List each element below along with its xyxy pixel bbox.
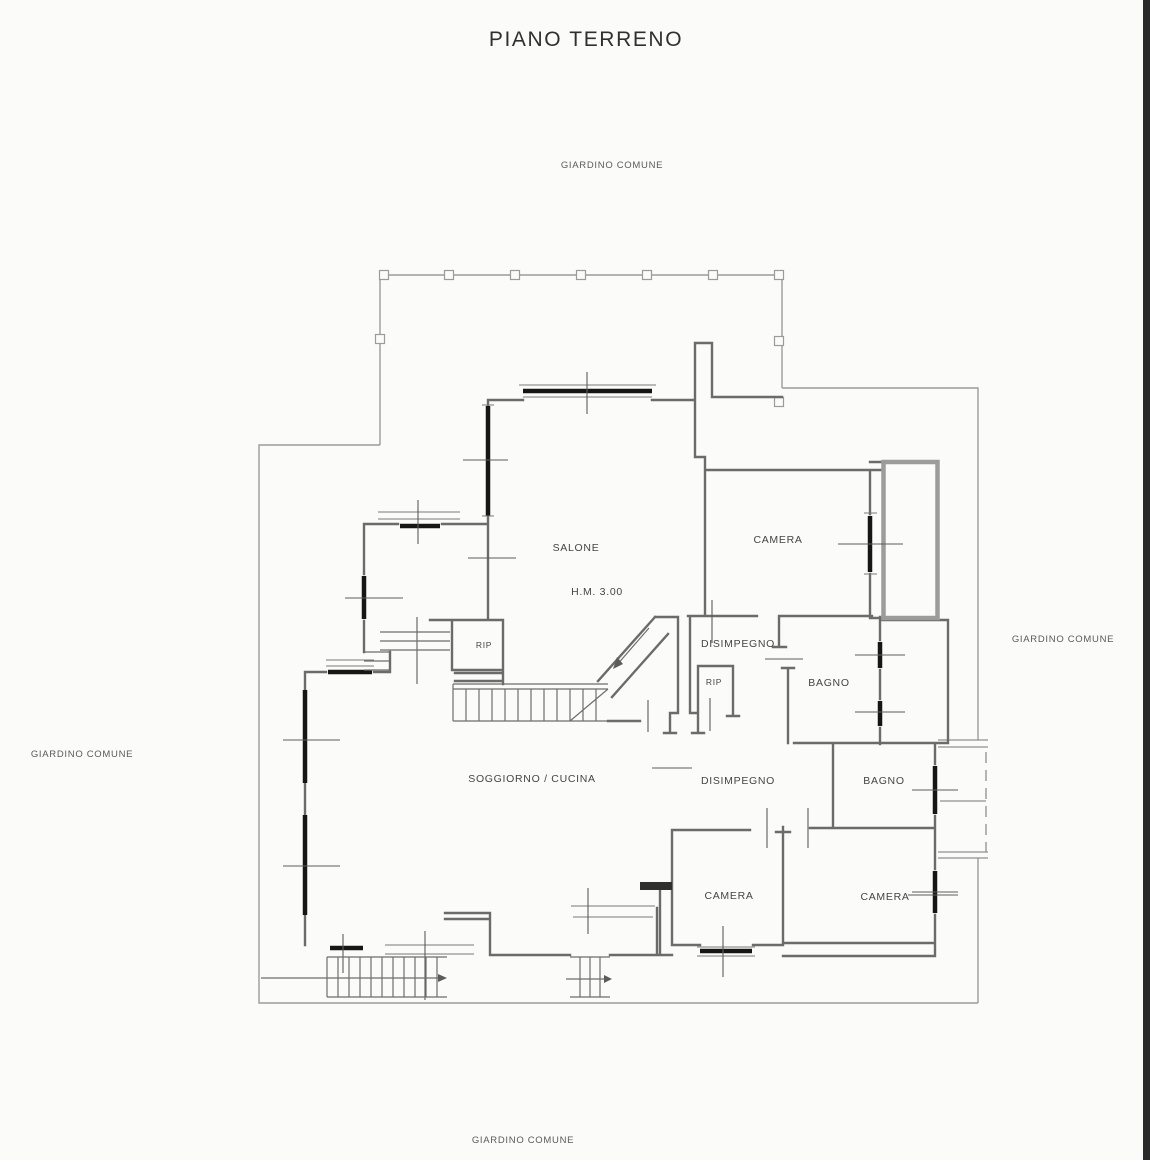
label-bagno-upper: BAGNO	[808, 677, 849, 689]
garden-label-left: GIARDINO COMUNE	[31, 749, 133, 760]
building-walls	[303, 341, 950, 958]
terrace-posts	[374, 269, 785, 408]
wall-stub	[640, 882, 672, 890]
photo-edge-band	[1143, 0, 1150, 1160]
dimension-ticks	[283, 372, 958, 1000]
garden-label-right: GIARDINO COMUNE	[1012, 634, 1114, 645]
label-camera-bottom-left: CAMERA	[704, 890, 753, 902]
label-salone: SALONE	[553, 542, 600, 554]
label-disimpegno-upper: DISIMPEGNO	[701, 638, 775, 650]
property-boundary	[258, 269, 988, 1004]
labels: PIANO TERRENO GIARDINO COMUNE GIARDINO C…	[31, 28, 1114, 1146]
label-camera-bottom-right: CAMERA	[860, 891, 909, 903]
label-salone-height: H.M. 3.00	[571, 586, 623, 598]
label-rip-left: RIP	[476, 640, 492, 650]
label-soggiorno: SOGGIORNO / CUCINA	[468, 773, 596, 785]
label-rip-upper: RIP	[706, 677, 722, 687]
label-bagno-lower: BAGNO	[863, 775, 904, 787]
label-disimpegno-lower: DISIMPEGNO	[701, 775, 775, 787]
entrance-porch	[938, 739, 988, 859]
side-balcony	[881, 459, 940, 621]
garden-label-bottom: GIARDINO COMUNE	[472, 1135, 574, 1146]
stairs	[261, 627, 650, 998]
page-title: PIANO TERRENO	[489, 28, 683, 51]
garden-label-top: GIARDINO COMUNE	[561, 160, 663, 171]
label-camera-top: CAMERA	[753, 534, 802, 546]
